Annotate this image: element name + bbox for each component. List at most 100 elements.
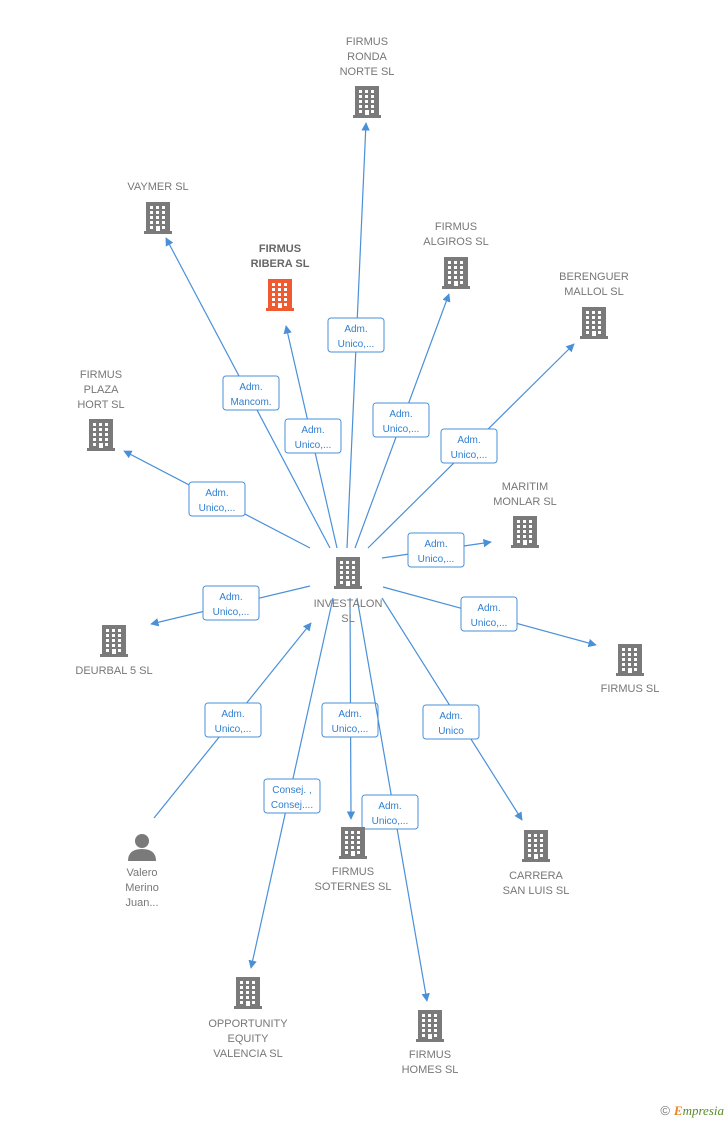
node-label: DEURBAL 5 SL xyxy=(75,665,152,677)
relation-edge-vaymer: Adm. Mancom. xyxy=(165,237,331,549)
building-icon xyxy=(522,830,550,862)
node-label: Valero xyxy=(127,867,158,879)
edge-label-line: Adm. xyxy=(221,709,244,720)
building-icon xyxy=(511,516,539,548)
node-label: VAYMER SL xyxy=(127,181,188,193)
node-vaymer[interactable]: VAYMER SL xyxy=(127,181,189,234)
edge-label-box[interactable] xyxy=(284,418,342,454)
node-berenguer[interactable]: BERENGUER MALLOL SL xyxy=(559,271,629,339)
relation-edge-ronda: Adm. Unico,... xyxy=(327,122,385,549)
edge-label-box[interactable] xyxy=(440,428,498,464)
node-label: VALENCIA SL xyxy=(213,1048,283,1060)
edge-label-line: Adm. xyxy=(378,801,401,812)
node-label: OPPORTUNITY xyxy=(208,1018,288,1030)
edge-label-box[interactable] xyxy=(361,794,419,830)
node-label: CARRERA xyxy=(509,870,563,882)
edge-label-box[interactable] xyxy=(188,481,246,517)
building-icon xyxy=(580,307,608,339)
relation-edge-algiros: Adm. Unico,... xyxy=(354,293,451,549)
edge-label-box[interactable] xyxy=(204,702,262,738)
edge-label-line: Adm. xyxy=(301,425,324,436)
building-icon xyxy=(616,644,644,676)
node-label: FIRMUS xyxy=(409,1049,451,1061)
edge-label-box[interactable] xyxy=(372,402,430,438)
relation-edge-carrera: Adm. Unico xyxy=(381,597,523,821)
node-label: PLAZA xyxy=(84,384,120,396)
node-homes[interactable]: FIRMUS HOMES SL xyxy=(402,1010,459,1076)
node-label: FIRMUS SL xyxy=(601,683,660,695)
copyright-symbol: © xyxy=(660,1103,670,1118)
relation-edge-maritim: Adm. Unico,... xyxy=(381,532,492,568)
node-firmussl[interactable]: FIRMUS SL xyxy=(601,644,660,695)
edge-label-line: Unico,... xyxy=(471,618,508,629)
building-icon xyxy=(266,279,294,311)
edge-label-box[interactable] xyxy=(222,375,280,411)
node-label: HOMES SL xyxy=(402,1064,459,1076)
building-icon xyxy=(353,86,381,118)
edge-label-box[interactable] xyxy=(263,778,321,814)
edge-label-line: Unico,... xyxy=(199,503,236,514)
building-icon xyxy=(416,1010,444,1042)
node-label: MALLOL SL xyxy=(564,286,624,298)
node-label: SAN LUIS SL xyxy=(503,885,570,897)
edge-label-line: Adm. xyxy=(457,435,480,446)
node-carrera[interactable]: CARRERA SAN LUIS SL xyxy=(503,830,570,897)
node-label: RONDA xyxy=(347,51,387,63)
node-label: BERENGUER xyxy=(559,271,629,283)
edge-label-line: Unico,... xyxy=(295,440,332,451)
edge-label-line: Unico,... xyxy=(338,339,375,350)
node-label: SOTERNES SL xyxy=(314,881,391,893)
building-icon xyxy=(234,977,262,1009)
relation-edge-investalon: Adm.Unico,... xyxy=(153,622,312,819)
edge-label-line: Mancom. xyxy=(230,397,271,408)
node-soternes[interactable]: FIRMUS SOTERNES SL xyxy=(314,827,392,893)
edge-label-line: Unico xyxy=(438,726,464,737)
edge-label-line: Consej.... xyxy=(271,800,313,811)
person-icon xyxy=(128,834,156,861)
node-valero[interactable]: ValeroMerinoJuan... xyxy=(125,834,159,909)
building-icon xyxy=(144,202,172,234)
edge-label-box[interactable] xyxy=(460,596,518,632)
brand-initial: E xyxy=(673,1103,683,1118)
node-label: Merino xyxy=(125,882,159,894)
node-label: SL xyxy=(341,613,354,625)
building-icon xyxy=(339,827,367,859)
edge-label-line: Unico,... xyxy=(451,450,488,461)
building-icon xyxy=(334,557,362,589)
node-label: FIRMUS xyxy=(80,369,122,381)
edge-label-line: Unico,... xyxy=(418,554,455,565)
edge-label-line: Adm. xyxy=(205,488,228,499)
edge-label-line: Adm. xyxy=(344,324,367,335)
relation-edge-opportunity: Consej. ,Consej.... xyxy=(248,597,334,969)
relation-edge-plaza: Adm. Unico,... xyxy=(123,450,311,549)
edge-label-line: Adm. xyxy=(219,592,242,603)
relation-edge-homes: Adm.Unico,... xyxy=(356,597,430,1002)
node-deurbal[interactable]: DEURBAL 5 SL xyxy=(75,625,153,677)
edge-label-box[interactable] xyxy=(327,317,385,353)
node-label: MARITIM xyxy=(502,481,548,493)
edge-label-line: Adm. xyxy=(477,603,500,614)
node-label: FIRMUS xyxy=(259,243,301,255)
edge-label-line: Adm. xyxy=(338,709,361,720)
edge-label-line: Unico,... xyxy=(332,724,369,735)
node-label: FIRMUS xyxy=(332,866,374,878)
edge-label-line: Adm. xyxy=(424,539,447,550)
relation-edge-berenguer: Adm. Unico,... xyxy=(367,343,575,549)
edge-label-box[interactable] xyxy=(407,532,465,568)
edge-label-line: Adm. xyxy=(439,711,462,722)
node-label: ALGIROS SL xyxy=(423,236,488,248)
edge-label-line: Unico,... xyxy=(383,424,420,435)
building-icon xyxy=(100,625,128,657)
brand-name: mpresia xyxy=(682,1103,724,1118)
edge-label-line: Adm. xyxy=(239,382,262,393)
edge-label-box[interactable] xyxy=(422,704,480,740)
edge-label-box[interactable] xyxy=(202,585,260,621)
